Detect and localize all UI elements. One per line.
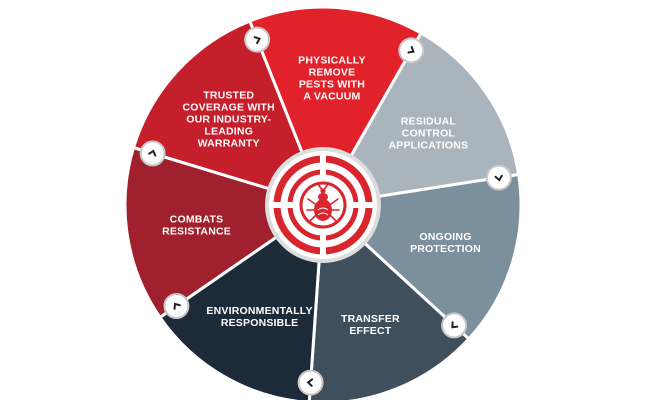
segment-label-line: APPLICATIONS	[388, 139, 468, 151]
crosshair-gaps	[270, 152, 376, 258]
segment-label-line: REMOVE	[309, 66, 356, 78]
center-emblem	[265, 147, 381, 263]
segment-label-line: ENVIRONMENTALLY	[206, 305, 312, 317]
connector-chevron-icon	[398, 37, 425, 64]
segment-label-line: LEADING	[204, 125, 253, 137]
segment-label-line: PESTS WITH	[299, 78, 365, 90]
segment-label-line: COVERAGE WITH	[183, 101, 275, 113]
connector-chevron-icon	[244, 26, 271, 53]
segment-label-line: PHYSICALLY	[298, 54, 366, 66]
bed-bug-icon	[306, 183, 340, 223]
segment-label-line: ONGOING	[419, 231, 471, 243]
segment-label-line: A VACUUM	[303, 90, 360, 102]
segment-label-line: RESIDUAL	[401, 115, 457, 127]
connector-chevron-icon	[139, 140, 166, 167]
connectors-layer	[139, 26, 512, 396]
segment-label-line: RESISTANCE	[162, 226, 231, 238]
connector-chevron-icon	[485, 164, 512, 191]
target-ring-inner	[299, 181, 347, 229]
segment-label-line: TRANSFER	[341, 313, 400, 325]
segment-label-line: EFFECT	[349, 325, 391, 337]
segment-label-line: RESPONSIBLE	[221, 317, 298, 329]
segment-label-line: CONTROL	[402, 127, 456, 139]
connector-chevron-icon	[441, 312, 468, 339]
segment-label-line: COMBATS	[170, 214, 224, 226]
segments-layer	[123, 5, 523, 400]
segment-label-line: OUR INDUSTRY-	[186, 113, 271, 125]
connector-chevron-icon	[163, 293, 190, 320]
segment-label-line: WARRANTY	[198, 137, 260, 149]
segment-label-line: TRUSTED	[203, 89, 254, 101]
connector-chevron-icon	[297, 369, 324, 396]
segment-label-line: PROTECTION	[410, 243, 481, 255]
